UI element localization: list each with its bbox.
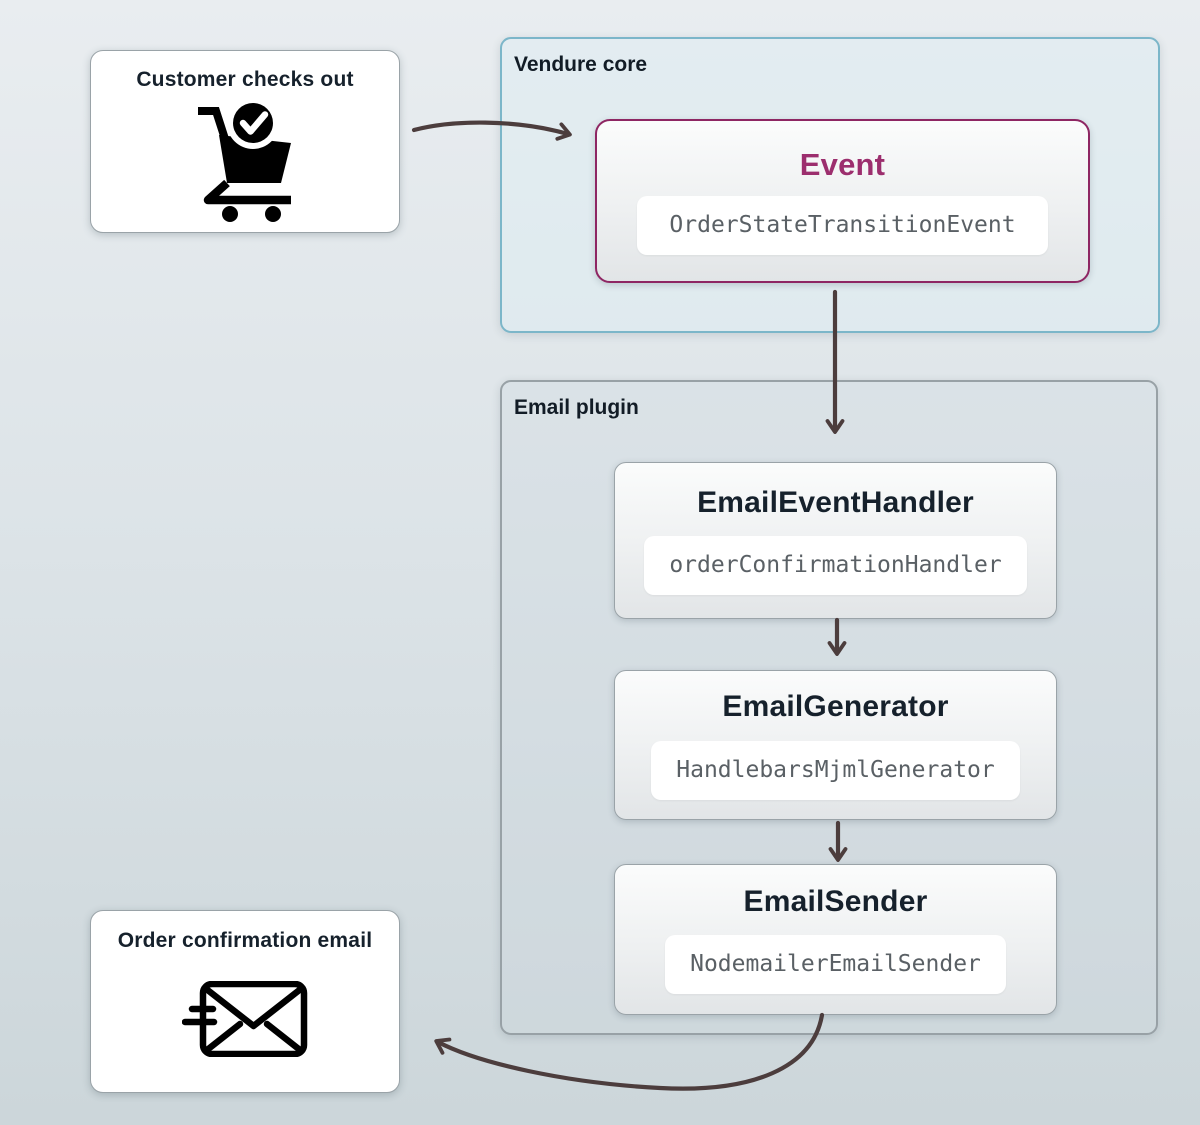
- order-confirmation-label: Order confirmation email: [117, 929, 373, 952]
- email-event-handler-title: EmailEventHandler: [697, 485, 974, 519]
- event-node: Event OrderStateTransitionEvent: [595, 119, 1090, 283]
- envelope-send-icon: [182, 981, 308, 1057]
- email-generator-code-pill: HandlebarsMjmlGenerator: [651, 740, 1020, 800]
- email-sender-node: EmailSender NodemailerEmailSender: [614, 864, 1057, 1015]
- email-generator-title: EmailGenerator: [722, 690, 949, 724]
- email-event-handler-code-pill: orderConfirmationHandler: [644, 536, 1027, 596]
- email-plugin-label: Email plugin: [514, 396, 639, 419]
- customer-checkout-node: Customer checks out: [90, 50, 400, 233]
- email-plugin-container: Email plugin EmailEventHandler orderConf…: [500, 380, 1158, 1035]
- vendure-core-label: Vendure core: [514, 53, 648, 76]
- email-sender-title: EmailSender: [743, 884, 928, 918]
- email-sender-code-pill: NodemailerEmailSender: [665, 935, 1006, 995]
- event-title: Event: [799, 147, 886, 183]
- email-generator-node: EmailGenerator HandlebarsMjmlGenerator: [614, 670, 1057, 820]
- event-code-pill: OrderStateTransitionEvent: [637, 195, 1048, 255]
- vendure-core-container: Vendure core Event OrderStateTransitionE…: [500, 37, 1160, 333]
- order-confirmation-node: Order confirmation email: [90, 910, 400, 1093]
- email-event-handler-node: EmailEventHandler orderConfirmationHandl…: [614, 462, 1057, 619]
- customer-checkout-label: Customer checks out: [136, 68, 354, 91]
- cart-check-icon: [198, 102, 291, 222]
